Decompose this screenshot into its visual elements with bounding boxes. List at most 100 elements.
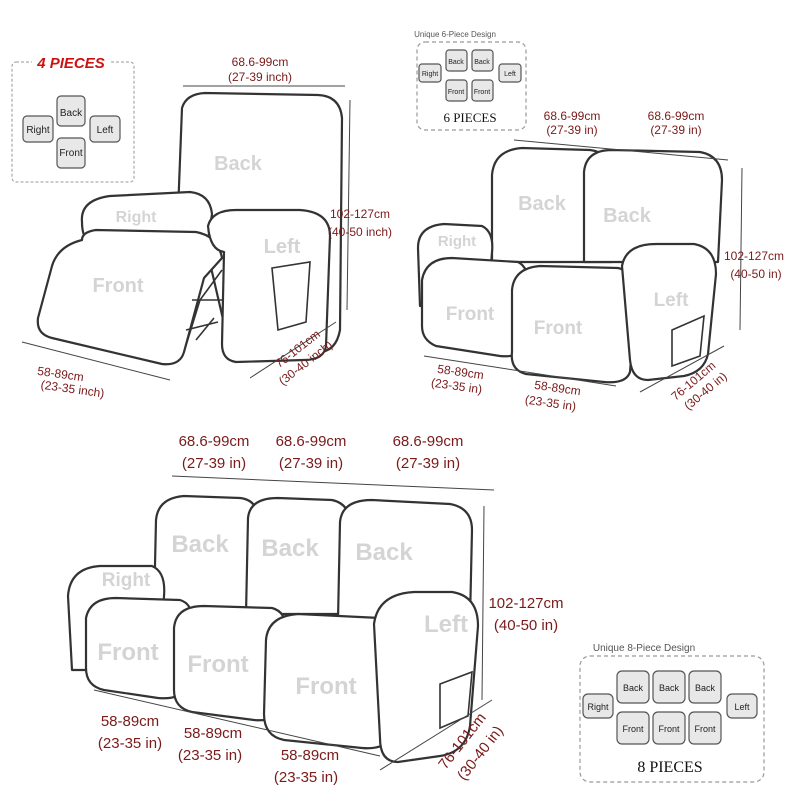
- recliner-side-pocket: [271, 261, 311, 332]
- eight-pieces-box: Unique 8-Piece Design Back Back Back Rig…: [579, 643, 765, 783]
- triple-front3-cm: 58-89cm: [281, 747, 339, 764]
- tile3-back2: [652, 670, 686, 704]
- label-right: Right: [116, 209, 158, 226]
- tile-right: [22, 115, 54, 143]
- triple-front1-in: (23-35 in): [98, 735, 162, 752]
- double-front1-cm: 58-89cm: [436, 362, 484, 382]
- triple-width3-cm: 68.6-99cm: [393, 433, 464, 450]
- single-height-cm: 102-127cm: [330, 207, 390, 221]
- tile-left-label: Left: [97, 125, 114, 136]
- tile3-right-label: Right: [587, 702, 609, 712]
- tile3-back2-label: Back: [659, 683, 680, 693]
- single-front-cm: 58-89cm: [36, 364, 84, 384]
- tile2-left-label: Left: [504, 71, 516, 78]
- eight-pieces-design-title: Unique 8-Piece Design: [593, 643, 695, 654]
- triple-label-left: Left: [424, 611, 468, 638]
- single-recliner-drawing: Back Right Left Front: [36, 91, 344, 366]
- triple-label-right: Right: [102, 570, 151, 591]
- triple-label-back2: Back: [261, 535, 319, 562]
- tile3-front2: [652, 711, 686, 745]
- double-label-front2: Front: [534, 318, 583, 339]
- double-left-arm: [620, 242, 718, 382]
- double-width2-in: (27-39 in): [650, 123, 701, 137]
- label-front: Front: [92, 275, 143, 297]
- tile-back: [56, 95, 86, 127]
- label-back: Back: [214, 153, 263, 175]
- triple-front2-cm: 58-89cm: [184, 725, 242, 742]
- double-width2-cm: 68.6-99cm: [648, 109, 705, 123]
- tile2-right-label: Right: [422, 71, 438, 78]
- six-pieces-title: 6 PIECES: [443, 110, 496, 125]
- tile2-front1: [445, 79, 468, 102]
- triple-height-cm: 102-127cm: [488, 595, 563, 612]
- double-recliner-group: Unique 6-Piece Design Back Back Right Le…: [414, 30, 784, 414]
- triple-recliner-group: 68.6-99cm (27-39 in) 68.6-99cm (27-39 in…: [66, 433, 765, 786]
- tile2-back1-label: Back: [448, 59, 464, 66]
- tile3-left-label: Left: [734, 702, 750, 712]
- six-pieces-box: Unique 6-Piece Design Back Back Right Le…: [414, 30, 527, 131]
- triple-recliner-drawing: Back Back Back Right Left Front Front Fr…: [66, 494, 480, 764]
- tile3-right: [582, 693, 614, 719]
- triple-left-arm: [372, 590, 480, 764]
- triple-width1-in: (27-39 in): [182, 455, 246, 472]
- tile3-back1: [616, 670, 650, 704]
- single-width-in: (27-39 inch): [228, 70, 292, 84]
- double-height-cm: 102-127cm: [724, 249, 784, 263]
- single-front-in: (23-35 inch): [40, 378, 105, 401]
- triple-width2-in: (27-39 in): [279, 455, 343, 472]
- tile-right-label: Right: [26, 125, 50, 136]
- double-width1-in: (27-39 in): [546, 123, 597, 137]
- single-recliner-group: 4 PIECES Back Right Left Front Back Righ…: [11, 54, 392, 401]
- tile3-back3-label: Back: [695, 683, 716, 693]
- double-width1-cm: 68.6-99cm: [544, 109, 601, 123]
- tile3-front2-label: Front: [658, 724, 680, 734]
- double-label-back1: Back: [518, 193, 567, 215]
- tile2-back1: [445, 49, 468, 72]
- six-pieces-design-title: Unique 6-Piece Design: [414, 30, 496, 39]
- double-front2-cm: 58-89cm: [533, 378, 581, 398]
- triple-label-back1: Back: [171, 531, 229, 558]
- double-label-back2: Back: [603, 205, 652, 227]
- double-label-right: Right: [438, 233, 476, 250]
- triple-label-back3: Back: [355, 539, 413, 566]
- triple-width3-in: (27-39 in): [396, 455, 460, 472]
- tile3-front3-label: Front: [694, 724, 716, 734]
- double-recliner-drawing: Back Back Right Left Front Front: [416, 146, 724, 384]
- tile-back-label: Back: [60, 108, 83, 119]
- eight-pieces-title: 8 PIECES: [637, 759, 702, 776]
- triple-width2-cm: 68.6-99cm: [276, 433, 347, 450]
- tile2-back2: [471, 49, 494, 72]
- triple-label-front2: Front: [187, 651, 248, 678]
- tile3-back3: [688, 670, 722, 704]
- recliner-mechanism: [185, 299, 222, 341]
- double-height-in: (40-50 in): [730, 267, 781, 281]
- double-side-pocket: [671, 314, 705, 368]
- tile3-back1-label: Back: [623, 683, 644, 693]
- triple-height-in: (40-50 in): [494, 617, 558, 634]
- tile-front-label: Front: [59, 148, 83, 159]
- triple-front1-cm: 58-89cm: [101, 713, 159, 730]
- tile3-front1-label: Front: [622, 724, 644, 734]
- triple-width1-cm: 68.6-99cm: [179, 433, 250, 450]
- single-width-cm: 68.6-99cm: [232, 55, 289, 69]
- tile3-left: [726, 693, 758, 719]
- tile2-left: [498, 63, 522, 83]
- label-left: Left: [264, 236, 301, 258]
- triple-front3-in: (23-35 in): [274, 769, 338, 786]
- tile-front: [56, 137, 86, 169]
- tile2-right: [418, 63, 442, 83]
- triple-dimensions-top: 68.6-99cm (27-39 in) 68.6-99cm (27-39 in…: [171, 433, 495, 491]
- double-label-left: Left: [654, 290, 690, 311]
- double-front-cushion-2: [510, 264, 638, 384]
- triple-label-front1: Front: [97, 639, 158, 666]
- tile2-front2: [471, 79, 494, 102]
- tile3-front1: [616, 711, 650, 745]
- triple-front2-in: (23-35 in): [178, 747, 242, 764]
- tile2-front2-label: Front: [474, 89, 490, 96]
- double-label-front1: Front: [446, 304, 495, 325]
- tile2-front1-label: Front: [448, 89, 464, 96]
- tile2-back2-label: Back: [474, 59, 490, 66]
- triple-label-front3: Front: [295, 673, 356, 700]
- single-height-in: (40-50 inch): [328, 225, 392, 239]
